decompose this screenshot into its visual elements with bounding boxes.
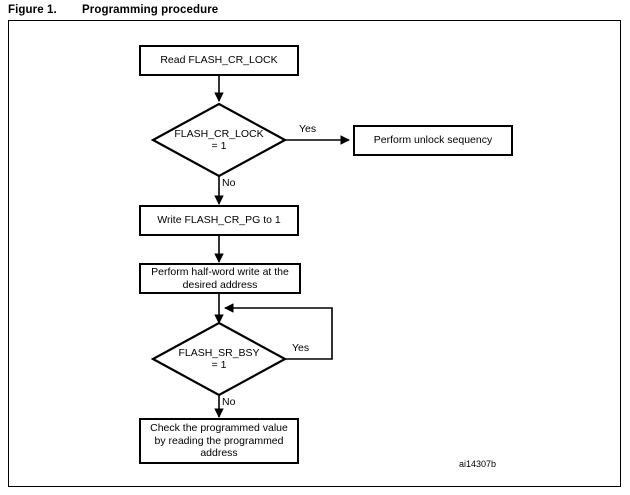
node-halfword-write-line2: desired address xyxy=(182,278,258,291)
node-halfword-write-line1: Perform half-word write at the xyxy=(151,266,289,278)
node-write-flash-cr-pg-label: Write FLASH_CR_PG to 1 xyxy=(157,214,281,227)
node-decision-flash-sr-bsy-line2: = 1 xyxy=(211,359,227,371)
figure-frame: Read FLASH_CR_LOCK Perform unlock sequen… xyxy=(8,20,621,487)
node-check-programmed-value: Check the programmed value by reading th… xyxy=(139,418,299,464)
edge-label-bsy-no: No xyxy=(222,396,236,408)
edge-label-bsy-yes: Yes xyxy=(292,342,310,354)
node-write-flash-cr-pg: Write FLASH_CR_PG to 1 xyxy=(139,205,299,236)
node-decision-flash-sr-bsy: FLASH_SR_BSY = 1 xyxy=(153,323,285,395)
edge-label-lock-no: No xyxy=(222,177,236,189)
figure-caption: Figure 1. Programming procedure xyxy=(8,0,622,20)
edge-bsycheck-yes-loop xyxy=(224,303,333,360)
node-decision-flash-cr-lock: FLASH_CR_LOCK = 1 xyxy=(153,104,285,176)
node-read-flash-cr-lock-label: Read FLASH_CR_LOCK xyxy=(160,54,278,67)
node-decision-flash-cr-lock-line2: = 1 xyxy=(211,140,227,152)
node-check-programmed-value-line3: address xyxy=(200,447,238,460)
figure-id-tag: ai14307b xyxy=(459,459,497,469)
node-check-programmed-value-line2: by reading the programmed xyxy=(154,434,284,447)
node-halfword-write: Perform half-word write at the desired a… xyxy=(139,263,301,294)
node-perform-unlock-sequency-label: Perform unlock sequency xyxy=(373,134,493,147)
flowchart-canvas xyxy=(150,76,350,418)
figure-title-text: Programming procedure xyxy=(82,4,219,16)
node-decision-flash-sr-bsy-line1: FLASH_SR_BSY xyxy=(178,347,260,359)
decision-bsy-shape xyxy=(150,321,288,397)
node-decision-flash-cr-lock-line1: FLASH_CR_LOCK xyxy=(174,128,264,140)
decision-lock-shape xyxy=(150,102,288,178)
node-check-programmed-value-line1: Check the programmed value xyxy=(150,422,288,435)
figure-number: Figure 1. xyxy=(8,4,57,16)
node-perform-unlock-sequency: Perform unlock sequency xyxy=(353,125,513,156)
edge-label-lock-yes: Yes xyxy=(299,123,317,135)
node-read-flash-cr-lock: Read FLASH_CR_LOCK xyxy=(139,45,299,76)
